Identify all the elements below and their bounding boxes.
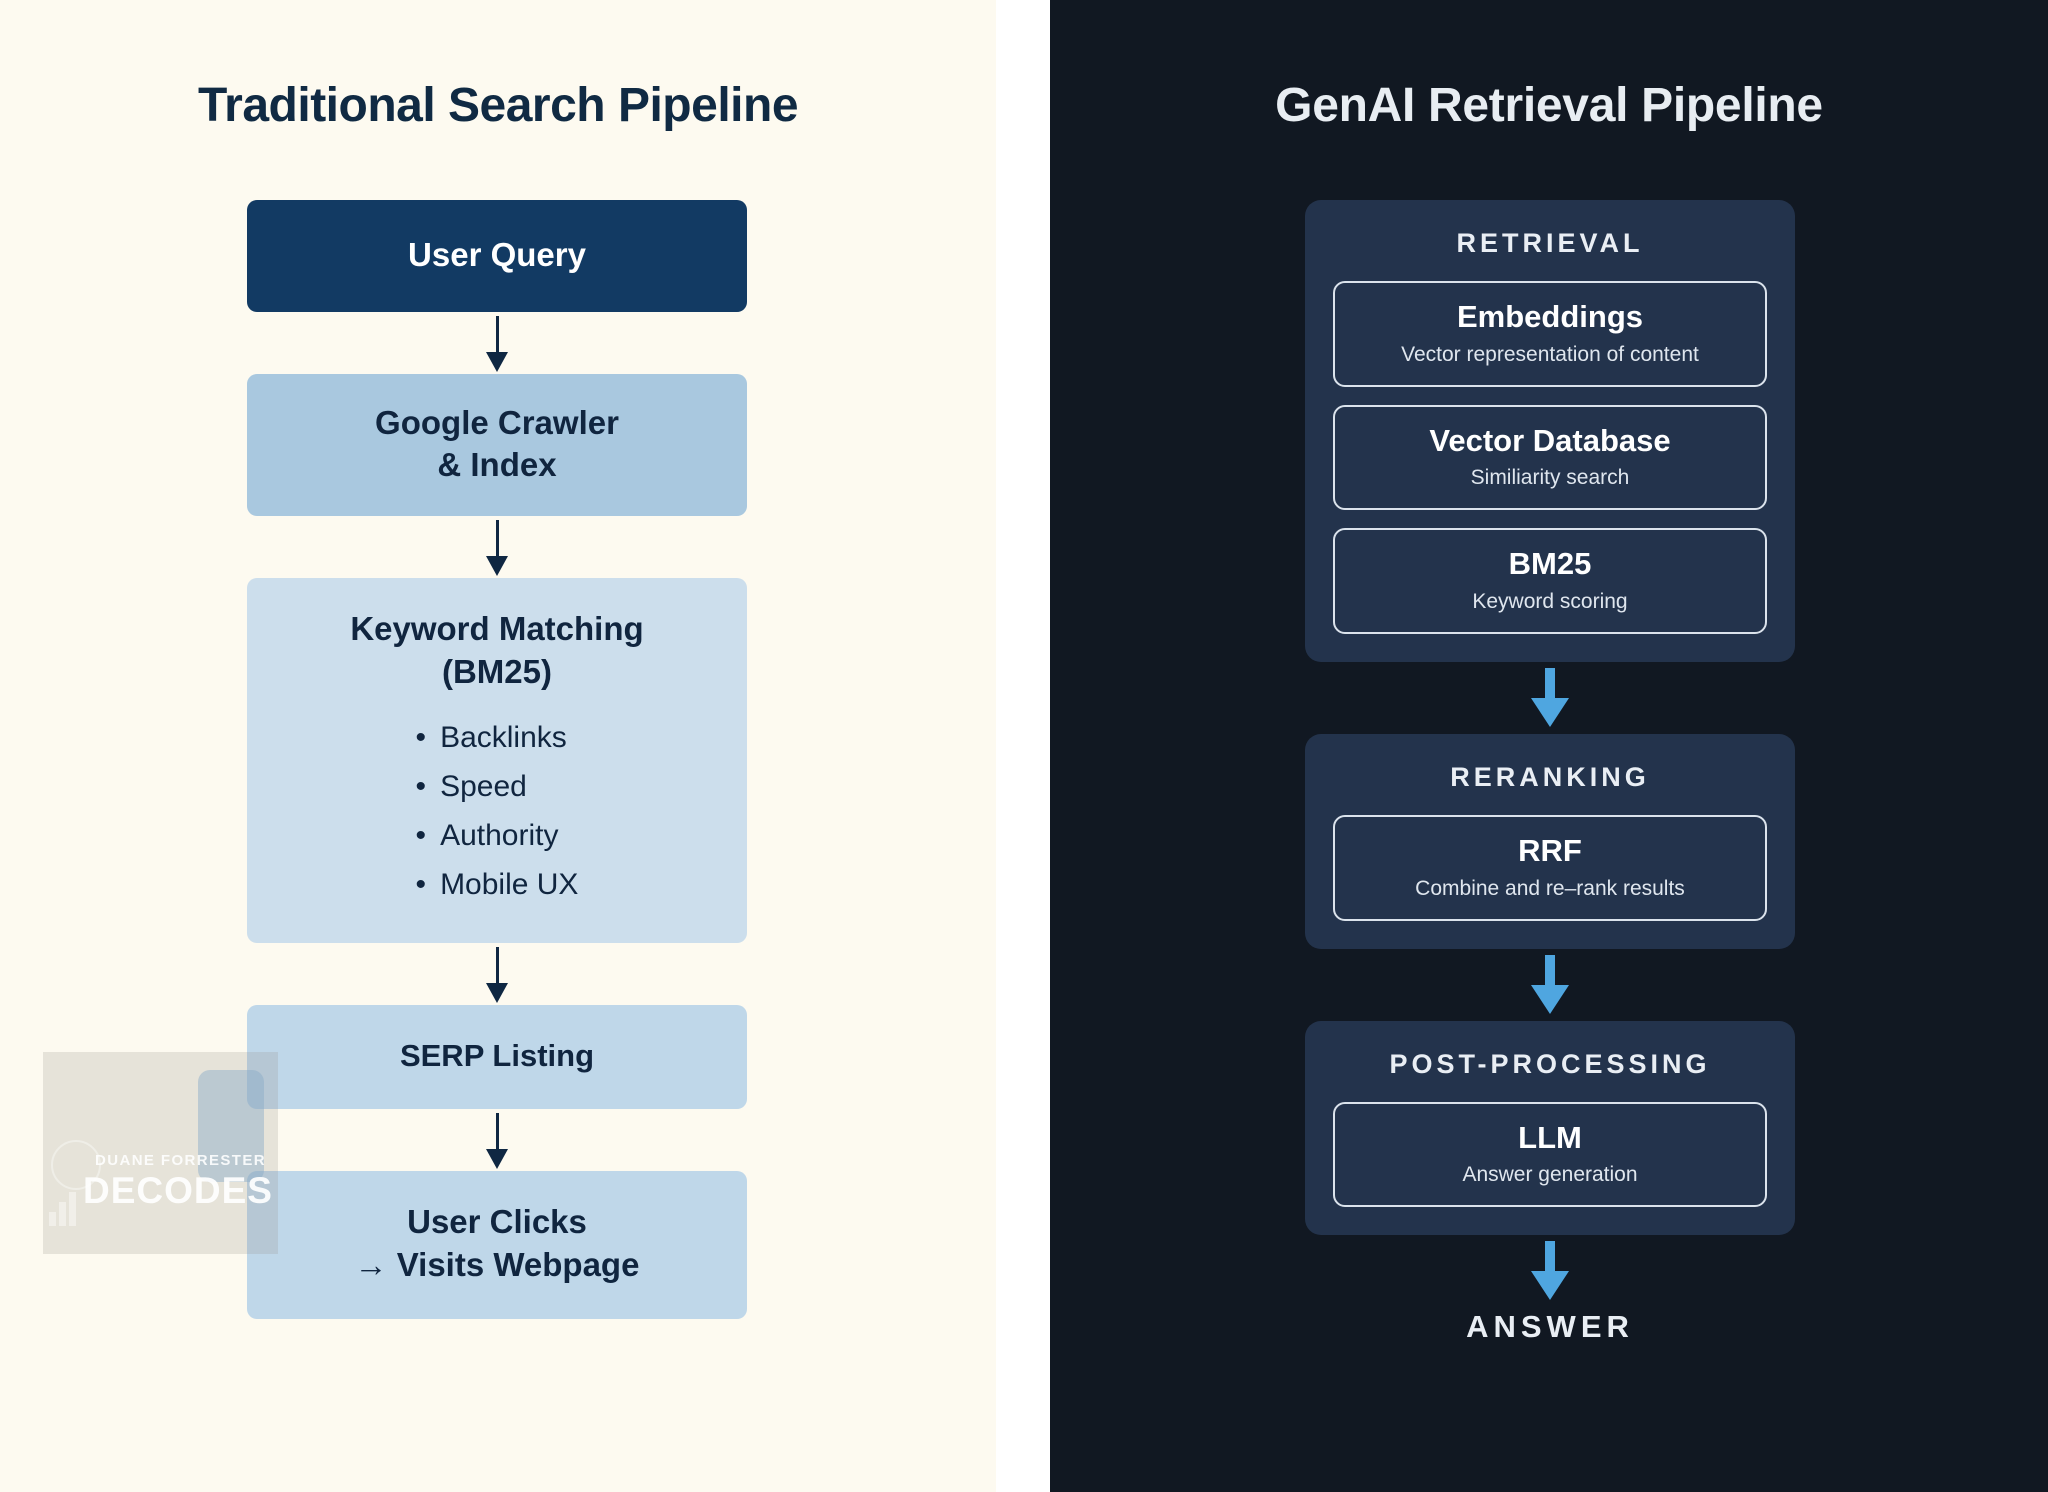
arrow-retrieval-to-reranking: [1305, 662, 1795, 734]
node-line-2: & Index: [437, 446, 557, 484]
traditional-search-panel: Traditional Search Pipeline User Query G…: [0, 0, 996, 1492]
card-embeddings: Embeddings Vector representation of cont…: [1333, 281, 1767, 387]
node-keyword-matching: Keyword Matching (BM25) Backlinks Speed …: [247, 578, 747, 943]
arrow-shaft: [1545, 1241, 1555, 1280]
genai-retrieval-panel: GenAI Retrieval Pipeline RETRIEVAL Embed…: [1050, 0, 2048, 1492]
list-item: Backlinks: [416, 713, 579, 762]
card-bm25: BM25 Keyword scoring: [1333, 528, 1767, 634]
left-panel-title: Traditional Search Pipeline: [197, 79, 799, 132]
genai-flow: RETRIEVAL Embeddings Vector representati…: [1305, 200, 1795, 1345]
card-title: Embeddings: [1456, 299, 1643, 334]
watermark-line-1: DUANE FORRESTER: [95, 1152, 267, 1169]
arrow-query-to-crawler: [247, 312, 747, 374]
card-subtitle: Vector representation of content: [1401, 342, 1699, 366]
right-panel-title: GenAI Retrieval Pipeline: [1275, 79, 1823, 132]
list-item: Speed: [416, 762, 579, 811]
node-google-crawler: Google Crawler & Index: [247, 374, 747, 517]
group-retrieval: RETRIEVAL Embeddings Vector representati…: [1305, 200, 1795, 662]
arrow-shaft: [1545, 667, 1555, 706]
traditional-flow: User Query Google Crawler & Index Keywor…: [247, 200, 747, 1319]
card-subtitle: Combine and re–rank results: [1415, 876, 1685, 900]
watermark: DUANE FORRESTER DECODES: [43, 1052, 278, 1254]
arrow-postprocessing-to-answer: [1305, 1235, 1795, 1307]
card-subtitle: Answer generation: [1462, 1163, 1638, 1187]
card-title: RRF: [1518, 832, 1582, 868]
node-line-2: (BM25): [441, 652, 552, 690]
arrow-shaft: [495, 316, 499, 360]
arrow-serp-to-clicks: [247, 1109, 747, 1171]
arrow-shaft: [1545, 954, 1555, 993]
arrow-head: [486, 982, 508, 1003]
card-title: Vector Database: [1429, 422, 1671, 458]
arrow-reranking-to-postprocessing: [1305, 949, 1795, 1021]
group-reranking: RERANKING RRF Combine and re–rank result…: [1305, 733, 1795, 949]
arrow-head: [486, 352, 508, 372]
list-item: Authority: [416, 811, 579, 860]
watermark-line-2: DECODES: [83, 1170, 273, 1211]
node-line-1: Keyword Matching: [350, 610, 644, 648]
watermark-artwork: [43, 1052, 278, 1254]
node-serp-listing: SERP Listing: [247, 1004, 747, 1109]
group-post-processing: POST-PROCESSING LLM Answer generation: [1305, 1020, 1795, 1236]
bar-chart-icon: [49, 1192, 79, 1226]
arrow-shaft: [495, 946, 499, 991]
node-line-2: → Visits Webpage: [354, 1245, 640, 1283]
card-title: BM25: [1508, 546, 1592, 582]
arrow-shaft: [495, 520, 499, 565]
arrow-head: [486, 556, 508, 577]
card-rrf: RRF Combine and re–rank results: [1333, 814, 1767, 921]
group-title-reranking: RERANKING: [1450, 761, 1650, 792]
card-title: LLM: [1518, 1119, 1582, 1155]
arrow-head: [1531, 697, 1569, 727]
group-title-retrieval: RETRIEVAL: [1456, 228, 1644, 258]
card-subtitle: Similiarity search: [1470, 466, 1630, 490]
chip-icon: [198, 1070, 264, 1182]
list-item: Mobile UX: [416, 860, 578, 909]
arrow-head: [486, 1148, 508, 1169]
network-node-icon: [51, 1140, 101, 1190]
card-vector-database: Vector Database Similiarity search: [1333, 404, 1767, 511]
group-title-post-processing: POST-PROCESSING: [1389, 1048, 1711, 1079]
card-llm: LLM Answer generation: [1333, 1101, 1767, 1208]
node-user-query: User Query: [247, 200, 747, 312]
arrow-head: [1531, 984, 1569, 1014]
output-answer-label: ANSWER: [1466, 1309, 1634, 1345]
arrow-head: [1531, 1271, 1569, 1301]
arrow-crawler-to-keyword: [247, 516, 747, 578]
node-user-clicks: User Clicks → Visits Webpage: [247, 1170, 747, 1319]
arrow-shaft: [495, 1112, 499, 1157]
keyword-factor-list: Backlinks Speed Authority Mobile UX: [416, 713, 579, 909]
arrow-keyword-to-serp: [247, 943, 747, 1005]
node-line-1: User Clicks: [407, 1202, 587, 1240]
node-line-1: Google Crawler: [375, 404, 619, 441]
card-subtitle: Keyword scoring: [1472, 589, 1628, 613]
